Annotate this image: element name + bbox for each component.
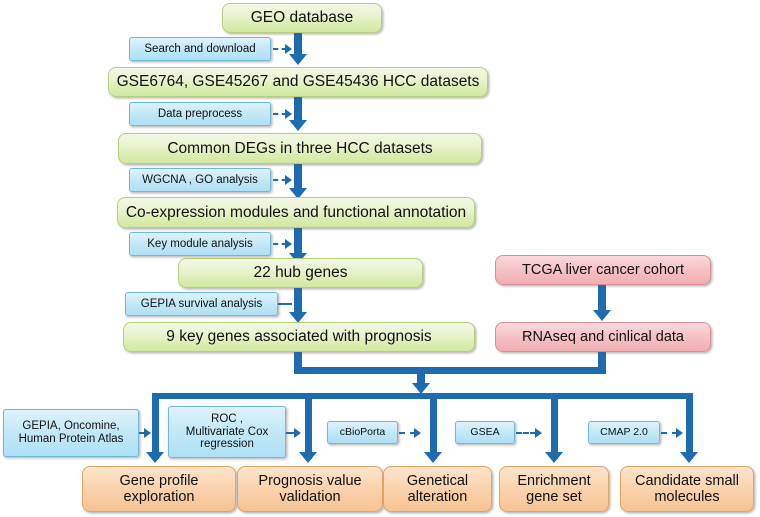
rarrow-tool-5 [676,428,683,438]
arrowhead-outcome-5 [680,452,698,463]
method-gepia-survival[interactable]: GEPIA survival analysis [125,292,278,316]
tool-cmap-label: CMAP 2.0 [600,425,648,438]
node-tcga-cohort-label: TCGA liver cancer cohort [522,261,684,278]
tool-roc-cox[interactable]: ROC , Multivariate Cox regression [168,406,286,458]
outcome-genetical-alteration[interactable]: Genetical alteration [383,466,492,512]
tool-gepia-oncomine-hpa[interactable]: GEPIA, Oncomine, Human Protein Atlas [3,409,139,457]
distribution-leg-4 [551,393,558,459]
rarrow-method-3 [285,175,292,185]
arrowhead-tcga1-tcga2 [593,310,611,321]
arrowhead-outcome-2 [299,452,317,463]
connector-step5-step6 [294,288,302,316]
arrowhead-merge-distribute [412,383,430,394]
tool-cbioportal-label: cBioPorta [339,425,386,438]
connector-step2-step3 [294,96,302,124]
outcome-candidate-small-molecules-label: Candidate small molecules [635,472,739,505]
line-tool-1 [139,432,147,434]
line-method-5 [278,303,292,305]
arrowhead-step1-step2 [289,54,307,65]
arrowhead-step3-step4 [289,188,307,199]
node-hub-genes-label: 22 hub genes [253,264,348,282]
node-hub-genes[interactable]: 22 hub genes [178,258,423,288]
method-key-module-label: Key module analysis [147,237,253,250]
outcome-gene-profile-exploration-label: Gene profile exploration [119,472,199,505]
rarrow-tool-4 [535,428,542,438]
arrowhead-outcome-4 [545,452,563,463]
distribution-leg-2 [305,393,312,459]
rarrow-tool-1 [144,428,151,438]
node-gse-datasets-label: GSE6764, GSE45267 and GSE45436 HCC datas… [116,73,480,91]
rarrow-method-1 [285,44,292,54]
node-common-degs[interactable]: Common DEGs in three HCC datasets [118,133,482,164]
distribution-leg-5 [686,393,693,459]
line-tool-2 [286,432,297,434]
tool-roc-cox-label: ROC , Multivariate Cox regression [185,412,269,451]
merge-bar [294,367,606,374]
connector-tcga2-merge [598,352,606,374]
connector-step1-step2 [294,32,302,57]
method-data-preprocess-label: Data preprocess [157,107,243,120]
tool-gsea-label: GSEA [470,425,500,438]
node-tcga-cohort[interactable]: TCGA liver cancer cohort [495,255,711,285]
method-gepia-survival-label: GEPIA survival analysis [140,297,263,310]
tool-cbioportal[interactable]: cBioPorta [327,421,398,444]
outcome-candidate-small-molecules[interactable]: Candidate small molecules [620,466,754,512]
tool-cmap[interactable]: CMAP 2.0 [588,421,660,444]
tool-gsea[interactable]: GSEA [455,421,515,444]
distribution-bar [152,393,693,399]
arrowhead-step5-step6 [289,312,307,323]
rarrow-method-2 [285,109,292,119]
method-wgcna-go-label: WGCNA , GO analysis [142,173,258,186]
method-search-download[interactable]: Search and download [129,37,271,61]
tool-gepia-oncomine-hpa-label: GEPIA, Oncomine, Human Protein Atlas [18,420,124,445]
distribution-leg-1 [152,393,159,459]
distribution-leg-3 [430,393,437,459]
dash-tool-3 [399,432,416,434]
connector-step6-merge [294,352,302,374]
node-coexpression-modules[interactable]: Co-expression modules and functional ann… [117,197,475,228]
dash-method-4 [273,243,287,245]
connector-tcga1-tcga2 [598,285,606,316]
method-data-preprocess[interactable]: Data preprocess [129,102,271,126]
dash-tool-4 [516,432,536,434]
outcome-enrichment-gene-set-label: Enrichment gene set [517,472,591,505]
node-key-genes-prognosis[interactable]: 9 key genes associated with prognosis [123,322,475,352]
method-key-module[interactable]: Key module analysis [129,232,271,256]
method-search-download-label: Search and download [144,42,256,55]
node-rnaseq-clinical-label: RNAseq and cinlical data [521,328,684,345]
dash-method-1 [273,48,287,50]
node-geo-database[interactable]: GEO database [222,3,382,33]
outcome-prognosis-value-validation-label: Prognosis value validation [258,472,362,505]
node-rnaseq-clinical[interactable]: RNAseq and cinlical data [495,322,711,352]
node-coexpression-modules-label: Co-expression modules and functional ann… [125,203,467,221]
outcome-prognosis-value-validation[interactable]: Prognosis value validation [237,466,383,512]
outcome-genetical-alteration-label: Genetical alteration [406,472,469,505]
rarrow-tool-3 [414,428,421,438]
dash-method-3 [273,179,287,181]
connector-step3-step4 [294,163,302,193]
connector-merge-distribute [417,367,425,389]
dash-method-2 [273,113,287,115]
node-key-genes-prognosis-label: 9 key genes associated with prognosis [166,328,432,346]
node-gse-datasets[interactable]: GSE6764, GSE45267 and GSE45436 HCC datas… [108,67,488,97]
dash-tool-5 [661,432,678,434]
node-common-degs-label: Common DEGs in three HCC datasets [167,139,433,157]
outcome-enrichment-gene-set[interactable]: Enrichment gene set [499,466,609,512]
method-wgcna-go[interactable]: WGCNA , GO analysis [129,168,271,192]
node-geo-database-label: GEO database [250,9,354,27]
arrowhead-outcome-1 [146,452,164,463]
rarrow-method-4 [285,239,292,249]
connector-step4-step5 [294,228,302,258]
rarrow-tool-2 [294,428,301,438]
arrowhead-step2-step3 [289,120,307,131]
outcome-gene-profile-exploration[interactable]: Gene profile exploration [82,466,236,512]
arrowhead-outcome-3 [424,452,442,463]
